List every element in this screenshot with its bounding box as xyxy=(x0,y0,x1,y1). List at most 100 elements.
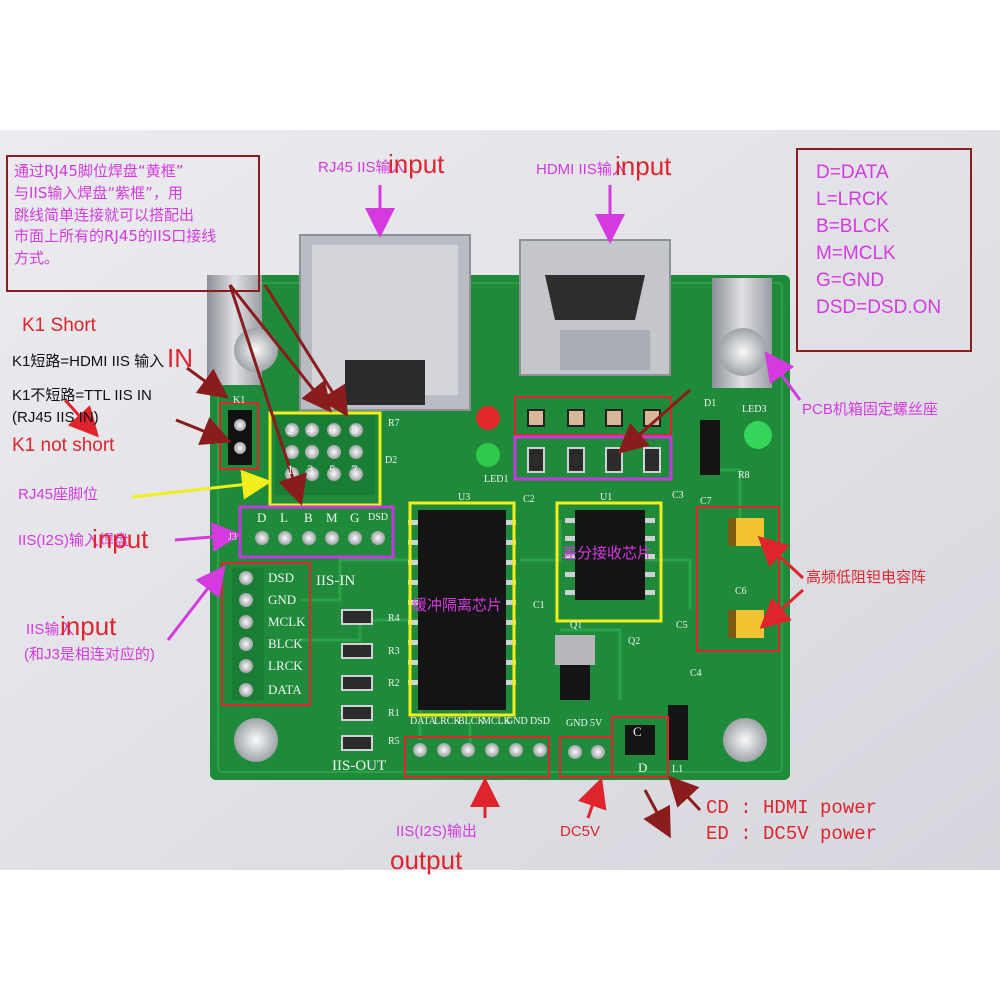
bottom-right-hole xyxy=(723,718,767,762)
arrow-k1-short xyxy=(63,398,100,438)
purple-box-top-caps xyxy=(513,435,673,481)
arrow-ed xyxy=(643,789,671,839)
silk-rj-grid: 6 xyxy=(329,422,336,437)
silk-j3-pin: DSD xyxy=(368,512,389,523)
left-mount-hole xyxy=(234,328,278,372)
silk-j3-pin: M xyxy=(326,510,338,525)
silk-power-pin: 5V xyxy=(590,718,603,729)
u3-chip xyxy=(408,510,516,710)
red-box-cd xyxy=(611,716,669,778)
note-line: 方式。 xyxy=(14,249,60,267)
silk-j3-pin: L xyxy=(280,510,288,525)
note-line: 市面上所有的RJ45的IIS口接线 xyxy=(14,227,217,246)
rj45-wiring-note: 通过RJ45脚位焊盘“黄框” 与IIS输入焊盘“紫框”，用 跳线简单连接就可以搭… xyxy=(6,155,260,292)
resistor-array xyxy=(341,609,373,751)
legend-item: D=DATA xyxy=(816,162,889,183)
silk-ref: Q2 xyxy=(628,636,641,647)
silk-ref: C2 xyxy=(523,494,535,505)
arrow-iis-in xyxy=(166,565,226,641)
silk-ref: D1 xyxy=(704,398,717,409)
isolation-chip-label: 缓冲隔离芯片 xyxy=(412,597,503,614)
legend-item: M=MCLK xyxy=(816,242,896,264)
pin-legend: D=DATA L=LRCK B=BLCK M=MCLK G=GND DSD=DS… xyxy=(796,148,972,352)
arrow-k1 xyxy=(175,417,232,446)
diode-d1 xyxy=(700,420,720,475)
silk-out-pin: BLCK xyxy=(458,716,485,727)
silk-rj-grid: 3 xyxy=(307,462,314,477)
legend-item: L=LRCK xyxy=(816,188,889,210)
arrow-note-to-rj45b xyxy=(263,284,349,418)
silk-iis-in: IIS-IN xyxy=(316,573,356,589)
silk-ref: J3 xyxy=(228,532,237,543)
legend-item: G=GND xyxy=(816,269,885,291)
silk-ref: C5 xyxy=(676,620,688,631)
silk-ref: R5 xyxy=(388,736,400,747)
iis-out-label: IIS(I2S)输出 xyxy=(396,823,477,840)
silk-ref: R3 xyxy=(388,646,400,657)
silk-ref: C1 xyxy=(533,600,545,611)
arrow-iis-pad xyxy=(174,522,242,552)
legend-item: B=BLCK xyxy=(816,215,890,237)
silk-in-pin: MCLK xyxy=(268,614,306,629)
silk-ref: K1 xyxy=(233,395,246,406)
diff-chip-label: 差分接收芯片 xyxy=(562,545,653,562)
k1-jumper xyxy=(228,410,252,465)
silk-rj-grid: 5 xyxy=(329,462,336,477)
k1-not-short-desc: K1不短路=TTL IIS IN xyxy=(12,387,152,404)
silk-ref: R4 xyxy=(388,613,400,624)
yellow-box-u3 xyxy=(408,501,516,717)
silk-ref: LED1 xyxy=(484,474,509,485)
arrow-dc5v xyxy=(578,777,607,819)
arrow-rj45-pins xyxy=(131,469,272,500)
silk-in-pin: BLCK xyxy=(268,636,303,651)
rj45-input-label: input xyxy=(388,149,445,179)
silk-out-pin: DATA xyxy=(410,716,436,727)
arrow-tantalum-1 xyxy=(757,535,805,580)
silk-ref: R8 xyxy=(738,470,750,481)
legend-item: DSD=DSD.ON xyxy=(816,296,942,318)
pcb-mount-label: PCB机箱固定螺丝座 xyxy=(802,401,938,418)
iis-in-note: (和J3是相连对应的) xyxy=(24,646,155,663)
output-label: output xyxy=(390,845,463,875)
silk-rj-grid: 2 xyxy=(287,422,294,437)
arrow-pcb-mount xyxy=(764,351,802,401)
k1-short-desc: K1短路=HDMI IIS 输入 xyxy=(12,353,165,370)
bottom-left-hole xyxy=(234,718,278,762)
iis-in-label: IIS输入 xyxy=(26,621,75,638)
silk-j3-pin: D xyxy=(257,510,267,525)
smd-top-row xyxy=(527,409,661,427)
iis-i2s-input-label: input xyxy=(92,524,149,554)
power-pads xyxy=(568,745,605,759)
silk-out-pin: DSD xyxy=(530,716,551,727)
iis-in-input-label: input xyxy=(60,611,117,641)
silk-ref: C6 xyxy=(735,586,747,597)
tantalum-label: 高频低阻钽电容阵 xyxy=(806,569,927,586)
silk-ref: C7 xyxy=(700,496,712,507)
k1-not-short-label: K1 not short xyxy=(12,435,115,456)
silk-ref: LED3 xyxy=(742,404,767,415)
silk-ref: C3 xyxy=(672,490,684,501)
silk-in-pin: GND xyxy=(268,592,297,607)
note-line: 与IIS输入焊盘“紫框”，用 xyxy=(14,183,183,202)
led3-green xyxy=(744,421,772,449)
silk-rj-grid: 4 xyxy=(307,422,314,437)
silk-out-pin: LRCK xyxy=(434,716,461,727)
silk-iis-out: IIS-OUT xyxy=(332,758,387,774)
k1-short-label: K1 Short xyxy=(22,315,96,336)
ed-power-label: ED : DC5V power xyxy=(706,823,878,845)
rj45-label: RJ45 IIS输入 xyxy=(318,159,406,176)
silk-ref: Q1 xyxy=(570,620,583,631)
cd-power-label: CD : HDMI power xyxy=(706,797,878,819)
led-red xyxy=(476,406,500,430)
silk-j3-pin: G xyxy=(350,510,360,525)
smd-bottom-row xyxy=(527,447,661,473)
silk-ref: L1 xyxy=(672,764,684,775)
iis-i2s-pad-label: IIS(I2S)输入焊盘 xyxy=(18,532,129,549)
regulator-q1 xyxy=(555,635,595,665)
arrow-tantalum-2 xyxy=(759,588,805,630)
right-mount-hole xyxy=(719,328,767,376)
red-box-tantalum xyxy=(696,506,780,652)
silk-cd-c: C xyxy=(633,724,642,739)
silk-cd-d: D xyxy=(638,760,648,775)
iis-in-pads xyxy=(232,568,264,700)
